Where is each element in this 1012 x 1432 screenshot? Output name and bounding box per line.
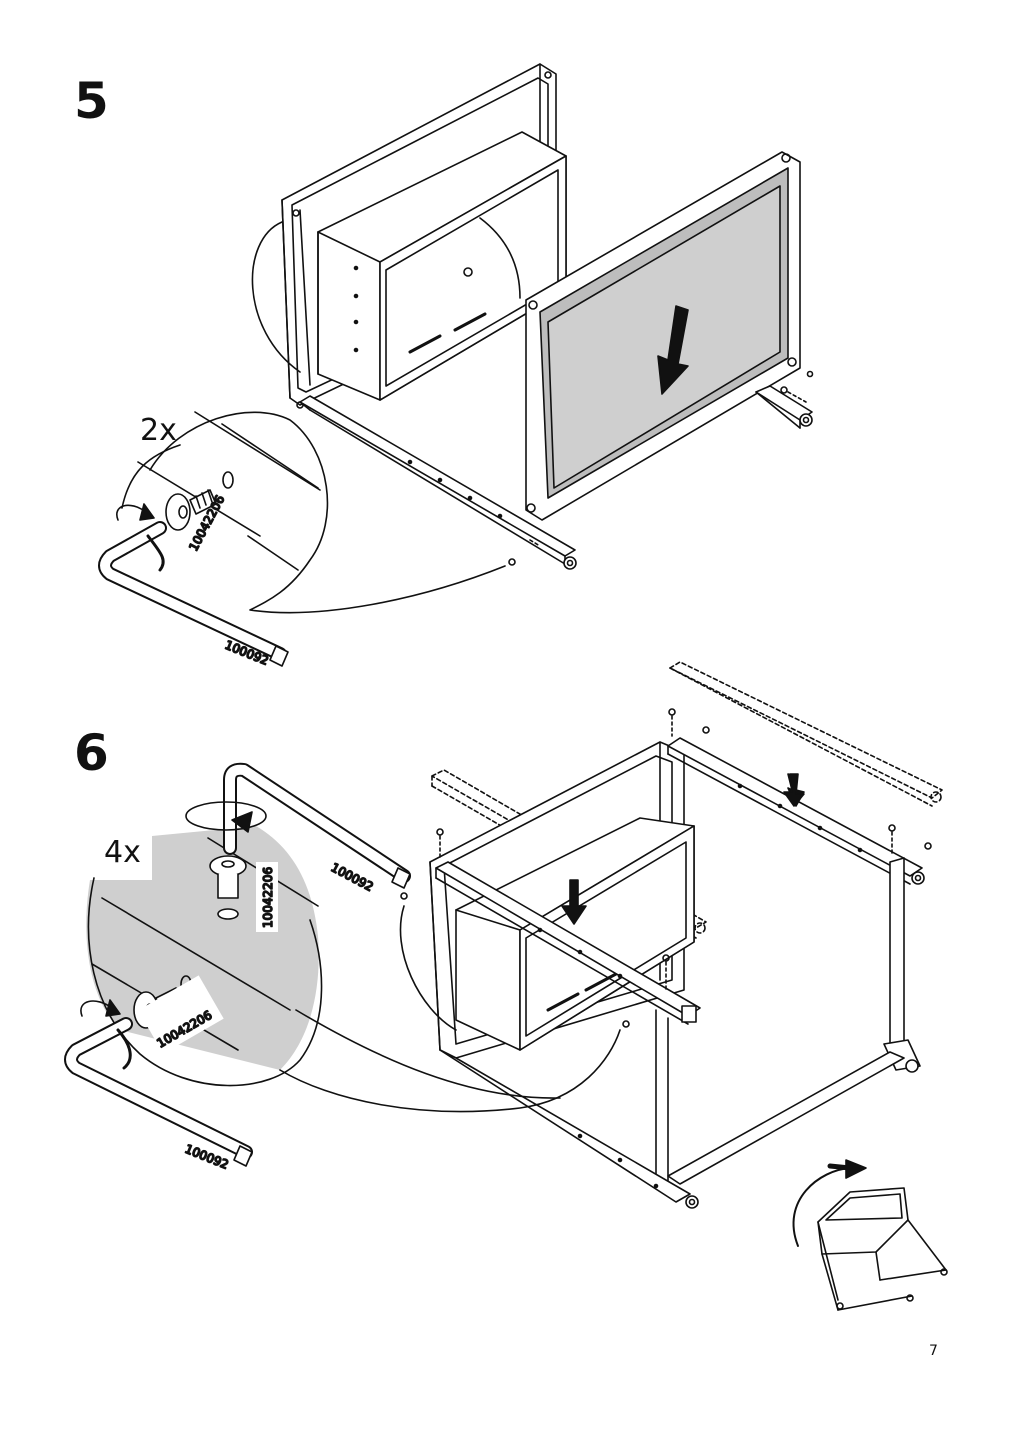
step-6-quantity: 4x — [104, 835, 141, 870]
cable-curve — [251, 221, 301, 373]
ghost-rail-top — [669, 661, 943, 807]
downward-arrow-icon — [657, 305, 689, 395]
allen-key-2 — [64, 1017, 253, 1167]
rotation-arrow-icon-2 — [80, 999, 132, 1070]
step-5-number: 5 — [74, 72, 109, 130]
step-6-diagram: 10042206 10042206 100092 100092 — [64, 661, 948, 1311]
screw-part-number-vertical: 10042206 — [261, 867, 275, 928]
step-5-quantity: 2x — [140, 413, 177, 448]
screw-part — [165, 471, 234, 531]
side-panel — [525, 151, 801, 521]
allen-key — [223, 762, 411, 889]
downward-arrow-icon — [783, 773, 805, 807]
detail-callout-5 — [98, 411, 506, 667]
screw-part — [209, 855, 247, 920]
right-leg — [755, 370, 814, 429]
step-6-number: 6 — [74, 724, 109, 782]
screw-markers — [400, 708, 932, 1028]
screw-marker — [508, 558, 516, 566]
rotation-arrow-icon — [185, 801, 267, 833]
flip-arrow-icon — [827, 1159, 867, 1179]
allen-key-part-number: 100092 — [329, 860, 376, 894]
bottom-rail-front — [299, 395, 577, 570]
page-number: 7 — [929, 1343, 938, 1359]
cabinet-frame — [399, 737, 925, 1209]
step-5-diagram: 10042206 100092 — [98, 63, 814, 669]
downward-arrow-icon-2 — [561, 879, 587, 925]
allen-key — [98, 521, 289, 667]
rotation-arrow-icon — [116, 503, 165, 572]
flip-illustration — [792, 1159, 948, 1311]
